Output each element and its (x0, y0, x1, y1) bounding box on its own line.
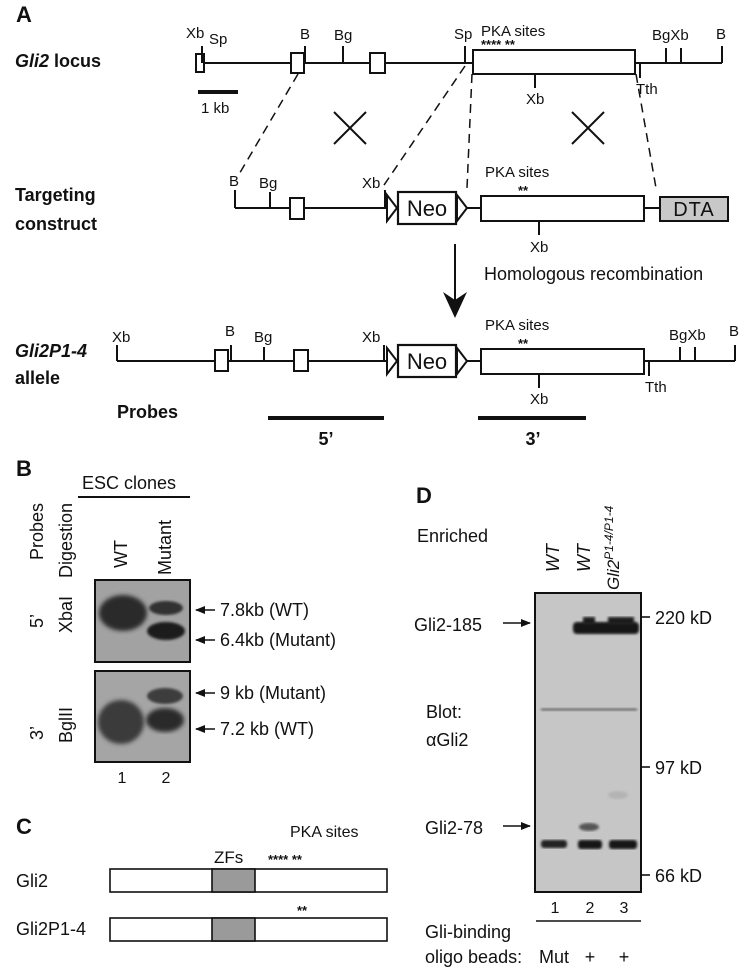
allele-label-1: Gli2P1-4 (15, 341, 87, 361)
site-bg-allele: Bg (254, 329, 272, 346)
probes-column-header: Probes (27, 503, 47, 560)
blot-label-1: Blot: (426, 702, 462, 722)
allele-map (116, 343, 736, 388)
band-label-4: 7.2 kb (WT) (220, 719, 314, 739)
enzyme-bglii: BglII (56, 707, 76, 743)
site-tth-locus: Tth (636, 81, 658, 98)
probe-5-row-label: 5’ (27, 614, 47, 628)
gli2-78-label: Gli2-78 (425, 818, 483, 838)
neo-cassette-construct: Neo (407, 196, 447, 221)
lane-header-wt: WT (111, 540, 131, 568)
blot-label-2: αGli2 (426, 730, 468, 750)
band-arrows (195, 606, 215, 733)
esc-clones-label: ESC clones (82, 473, 176, 493)
probes-label: Probes (117, 402, 178, 422)
zfs-label: ZFs (214, 848, 243, 867)
blot-d-lane-number-1: 1 (551, 900, 560, 917)
site-sp-locus-2: Sp (454, 26, 472, 43)
probe-3-label: 3’ (525, 429, 540, 449)
western-blot (534, 592, 642, 893)
beads-lane-1: Mut (539, 947, 569, 967)
site-b-construct: B (229, 173, 239, 190)
recombination-guides (237, 65, 657, 189)
blot-d-lane-number-2: 2 (586, 900, 595, 917)
lane-header-d-2: WT (574, 542, 594, 572)
targeting-construct-map (234, 190, 729, 235)
site-tth-allele: Tth (645, 379, 667, 396)
southern-blot-5prime (94, 579, 191, 663)
site-bgxb-locus: BgXb (652, 27, 689, 44)
allele-label-2: allele (15, 368, 60, 388)
pka-sites-c: PKA sites (290, 824, 358, 841)
pka-stars-gli2: **** ** (268, 852, 303, 867)
homologous-recombination-label: Homologous recombination (484, 264, 703, 284)
gli2-locus-label: Gli2 locus (15, 51, 101, 71)
pka-stars-locus: **** ** (481, 37, 516, 52)
band-label-3: 9 kb (Mutant) (220, 683, 326, 703)
probe-5-label: 5’ (318, 429, 333, 449)
site-bg-locus-1: Bg (334, 27, 352, 44)
neo-cassette-allele: Neo (407, 349, 447, 374)
site-xb-construct-2: Xb (530, 239, 548, 256)
pka-sites-locus: PKA sites (481, 23, 545, 40)
beads-lane-3: + (619, 947, 630, 967)
site-b-allele-2: B (729, 323, 739, 340)
beads-label-2: oligo beads: (425, 947, 522, 967)
panel-label-d: D (416, 483, 432, 508)
blot-b-lane-number-1: 1 (118, 770, 127, 787)
site-b-allele-1: B (225, 323, 235, 340)
probe-3-row-label: 3’ (27, 726, 47, 740)
site-bg-construct: Bg (259, 175, 277, 192)
site-bgxb-allele: BgXb (669, 327, 706, 344)
band-label-2: 6.4kb (Mutant) (220, 630, 336, 650)
pka-sites-construct: PKA sites (485, 164, 549, 181)
blot-d-lane-number-3: 3 (620, 900, 629, 917)
lane-header-d-3: Gli2P1-4/P1-4 (602, 505, 623, 590)
targeting-construct-label-2: construct (15, 214, 97, 234)
band-label-1: 7.8kb (WT) (220, 600, 309, 620)
site-b-locus-1: B (300, 26, 310, 43)
mw-marker-97: 97 kD (655, 758, 702, 778)
dta-cassette: DTA (673, 199, 715, 221)
pka-stars-allele: ** (518, 336, 529, 351)
pka-sites-allele: PKA sites (485, 317, 549, 334)
southern-blot-3prime (94, 670, 191, 763)
domain-row-gli2: Gli2 (16, 871, 48, 891)
gli2-185-label: Gli2-185 (414, 615, 482, 635)
beads-label-1: Gli-binding (425, 922, 511, 942)
site-xb-allele-1: Xb (112, 329, 130, 346)
recombination-arrowhead (443, 292, 467, 318)
site-xb-locus-1: Xb (186, 25, 204, 42)
panel-label-c: C (16, 814, 32, 839)
lane-header-mutant: Mutant (155, 520, 175, 575)
site-xb-locus-2: Xb (526, 91, 544, 108)
scale-bar-label: 1 kb (201, 100, 229, 117)
western-arrows (503, 616, 650, 876)
lane-header-d-1: WT (543, 542, 563, 572)
blot-b-lane-number-2: 2 (162, 770, 171, 787)
site-xb-construct-1: Xb (362, 175, 380, 192)
site-xb-allele-3: Xb (530, 391, 548, 408)
panel-label-b: B (16, 456, 32, 481)
mw-marker-220: 220 kD (655, 608, 712, 628)
mw-marker-66: 66 kD (655, 866, 702, 886)
site-b-locus-2: B (716, 26, 726, 43)
domain-row-gli2p1-4: Gli2P1-4 (16, 919, 86, 939)
pka-stars-gli2p1-4: ** (297, 903, 308, 918)
enzyme-xbai: XbaI (56, 596, 76, 633)
panel-label-a: A (16, 2, 32, 27)
site-xb-allele-2: Xb (362, 329, 380, 346)
digestion-column-header: Digestion (56, 503, 76, 578)
pka-stars-construct: ** (518, 183, 529, 198)
beads-lane-2: + (585, 947, 596, 967)
site-sp-locus-1: Sp (209, 31, 227, 48)
enriched-label: Enriched (417, 526, 488, 546)
targeting-construct-label-1: Targeting (15, 185, 96, 205)
domain-diagram (109, 868, 388, 942)
gli2-locus-map (195, 46, 723, 94)
